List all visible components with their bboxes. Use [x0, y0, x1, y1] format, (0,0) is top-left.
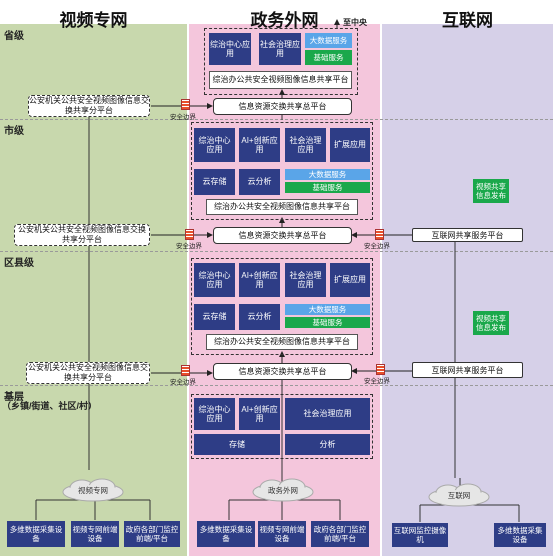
county-video-platform[interactable]: 公安机关公共安全视频图像信息交换共享分平台	[26, 362, 150, 384]
level-province-label: 省级	[4, 31, 24, 42]
level-county-label: 区县级	[4, 258, 34, 269]
city-sharing-platform[interactable]: 综治办公共安全视频图像信息共享平台	[206, 199, 358, 215]
county-internet-platform[interactable]: 互联网共享服务平台	[412, 362, 523, 378]
gov-cloud-icon	[252, 478, 314, 502]
grassroots-app-social-governance[interactable]: 社会治理应用	[285, 398, 370, 430]
province-bigdata-service[interactable]: 大数据服务	[305, 33, 352, 48]
level-grassroots-sub-label: （乡镇/街道、社区/村）	[2, 401, 98, 411]
grassroots-app-frame	[191, 394, 373, 459]
province-app-governance-center[interactable]: 综治中心应用	[209, 33, 251, 65]
city-boundary-left-label: 安全边界	[176, 243, 202, 250]
city-exchange-platform[interactable]: 信息资源交换共享总平台	[213, 227, 352, 244]
county-app-governance-center[interactable]: 综治中心应用	[194, 263, 235, 297]
internet-device-camera[interactable]: 互联网监控摄像机	[392, 523, 448, 547]
grassroots-analysis[interactable]: 分析	[285, 434, 370, 455]
city-cloud-storage[interactable]: 云存储	[194, 169, 235, 195]
internet-cloud-label: 互联网	[447, 490, 471, 500]
separator-city	[0, 119, 553, 120]
county-sharing-platform[interactable]: 综治办公共安全视频图像信息共享平台	[206, 334, 358, 350]
level-grassroots-label: 基层	[4, 392, 24, 403]
province-exchange-platform[interactable]: 信息资源交换共享总平台	[213, 98, 352, 115]
separator-grassroots	[0, 385, 553, 386]
county-basic-service[interactable]: 基础服务	[285, 317, 370, 328]
video-cloud-icon	[62, 478, 124, 502]
county-app-social-governance[interactable]: 社会治理应用	[285, 263, 326, 297]
to-central-label: 至中央	[343, 18, 367, 27]
city-firewall-right-icon	[375, 229, 384, 240]
separator-county	[0, 251, 553, 252]
city-basic-service[interactable]: 基础服务	[285, 182, 370, 193]
province-app-frame	[204, 28, 358, 95]
grassroots-app-governance-center[interactable]: 综治中心应用	[194, 398, 235, 430]
county-firewall-left-icon	[181, 365, 190, 376]
city-firewall-left-icon	[185, 229, 194, 240]
video-device-frontend[interactable]: 视频专网前端设备	[71, 521, 119, 547]
grassroots-storage[interactable]: 存储	[194, 434, 280, 455]
city-cloud-analysis[interactable]: 云分析	[239, 169, 280, 195]
gov-network-title: 政务外网	[250, 11, 319, 30]
county-app-frame	[191, 258, 373, 355]
gov-device-multidim[interactable]: 多维数据采集设备	[197, 521, 255, 547]
county-video-publish[interactable]: 视频共享信息发布	[473, 311, 509, 335]
city-boundary-right-label: 安全边界	[364, 243, 390, 250]
internet-column	[382, 24, 553, 556]
level-city-label: 市级	[4, 126, 24, 137]
internet-title: 互联网	[442, 11, 493, 30]
province-video-platform[interactable]: 公安机关公共安全视频图像信息交换共享分平台	[28, 95, 150, 117]
video-device-gov-monitor[interactable]: 政府各部门监控前端/平台	[124, 521, 180, 547]
city-video-publish[interactable]: 视频共享信息发布	[473, 179, 509, 203]
city-app-social-governance[interactable]: 社会治理应用	[285, 128, 326, 162]
province-boundary-label: 安全边界	[170, 114, 196, 121]
gov-device-frontend[interactable]: 视频专网前端设备	[258, 521, 306, 547]
county-app-extension[interactable]: 扩展应用	[330, 263, 370, 297]
province-firewall-icon	[181, 99, 190, 110]
video-network-title: 视频专网	[59, 11, 128, 30]
province-app-social-governance[interactable]: 社会治理应用	[259, 33, 301, 65]
gov-cloud-label: 政务外网	[268, 485, 298, 495]
grassroots-app-ai-innovation[interactable]: AI+创新应用	[239, 398, 280, 430]
county-cloud-storage[interactable]: 云存储	[194, 304, 235, 330]
city-app-ai-innovation[interactable]: AI+创新应用	[239, 128, 280, 162]
county-app-ai-innovation[interactable]: AI+创新应用	[239, 263, 280, 297]
county-cloud-analysis[interactable]: 云分析	[239, 304, 280, 330]
city-internet-platform[interactable]: 互联网共享服务平台	[412, 228, 523, 242]
province-basic-service[interactable]: 基础服务	[305, 50, 352, 65]
video-cloud-label: 视频专网	[78, 485, 108, 495]
county-boundary-right-label: 安全边界	[364, 378, 390, 385]
county-exchange-platform[interactable]: 信息资源交换共享总平台	[213, 363, 352, 380]
internet-cloud-icon	[428, 483, 490, 507]
city-app-extension[interactable]: 扩展应用	[330, 128, 370, 162]
city-app-frame	[191, 122, 373, 220]
province-sharing-platform[interactable]: 综治办公共安全视频图像信息共享平台	[209, 71, 352, 89]
county-boundary-left-label: 安全边界	[170, 379, 196, 386]
gov-device-gov-monitor[interactable]: 政府各部门监控前端/平台	[311, 521, 369, 547]
city-app-governance-center[interactable]: 综治中心应用	[194, 128, 235, 162]
county-firewall-right-icon	[376, 364, 385, 375]
city-bigdata-service[interactable]: 大数据服务	[285, 169, 370, 180]
city-video-platform[interactable]: 公安机关公共安全视频图像信息交换共享分平台	[14, 224, 150, 246]
county-bigdata-service[interactable]: 大数据服务	[285, 304, 370, 315]
video-device-multidim[interactable]: 多维数据采集设备	[7, 521, 65, 547]
internet-device-multidim[interactable]: 多维数据采集设备	[494, 523, 546, 547]
